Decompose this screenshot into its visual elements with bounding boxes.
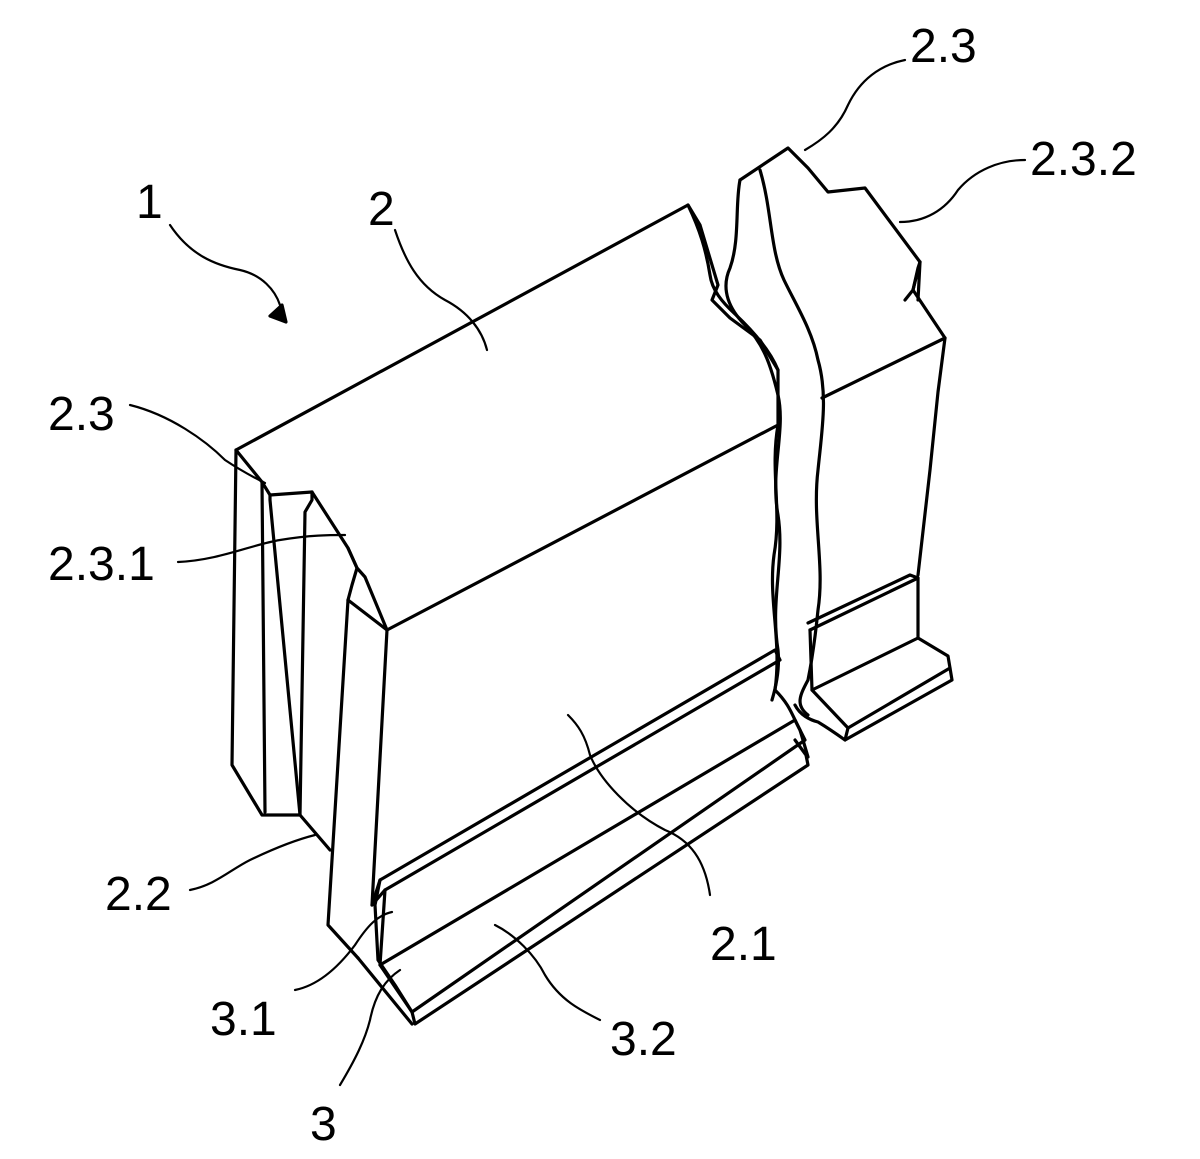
label-end-left: 2.3 <box>48 388 115 441</box>
label-base-upright: 3.1 <box>210 993 277 1046</box>
leader-2-2 <box>188 833 317 892</box>
leader-lines <box>128 58 1027 1087</box>
leader-2-1 <box>566 713 712 897</box>
label-end-left-step: 2.3.1 <box>48 538 155 591</box>
leader-3-1 <box>293 910 394 992</box>
arrow-head-icon <box>268 303 288 324</box>
leader-2 <box>393 228 489 352</box>
main-body-outline <box>230 203 780 960</box>
label-edge: 2.2 <box>105 868 172 921</box>
leader-2-3-1 <box>176 533 347 564</box>
leader-1 <box>168 223 282 307</box>
label-base-foot: 3.2 <box>610 1013 677 1066</box>
label-body: 2 <box>368 183 395 236</box>
reference-labels: 1 2 2.3 2.3.1 2.2 3.1 3 3.2 2.1 2.3 2.3.… <box>48 20 1137 1151</box>
label-end-right-step: 2.3.2 <box>1030 133 1137 186</box>
leader-2-3-2 <box>898 158 1027 224</box>
right-fragment-outline <box>724 146 954 742</box>
leader-3 <box>338 968 402 1087</box>
leader-3-2 <box>493 923 602 1022</box>
label-side-face: 2.1 <box>710 918 777 971</box>
label-assembly: 1 <box>136 176 163 229</box>
label-end-right: 2.3 <box>910 20 977 73</box>
leader-2-3-left <box>128 403 267 485</box>
label-base: 3 <box>310 1098 337 1151</box>
leader-2-3-right <box>803 58 907 152</box>
